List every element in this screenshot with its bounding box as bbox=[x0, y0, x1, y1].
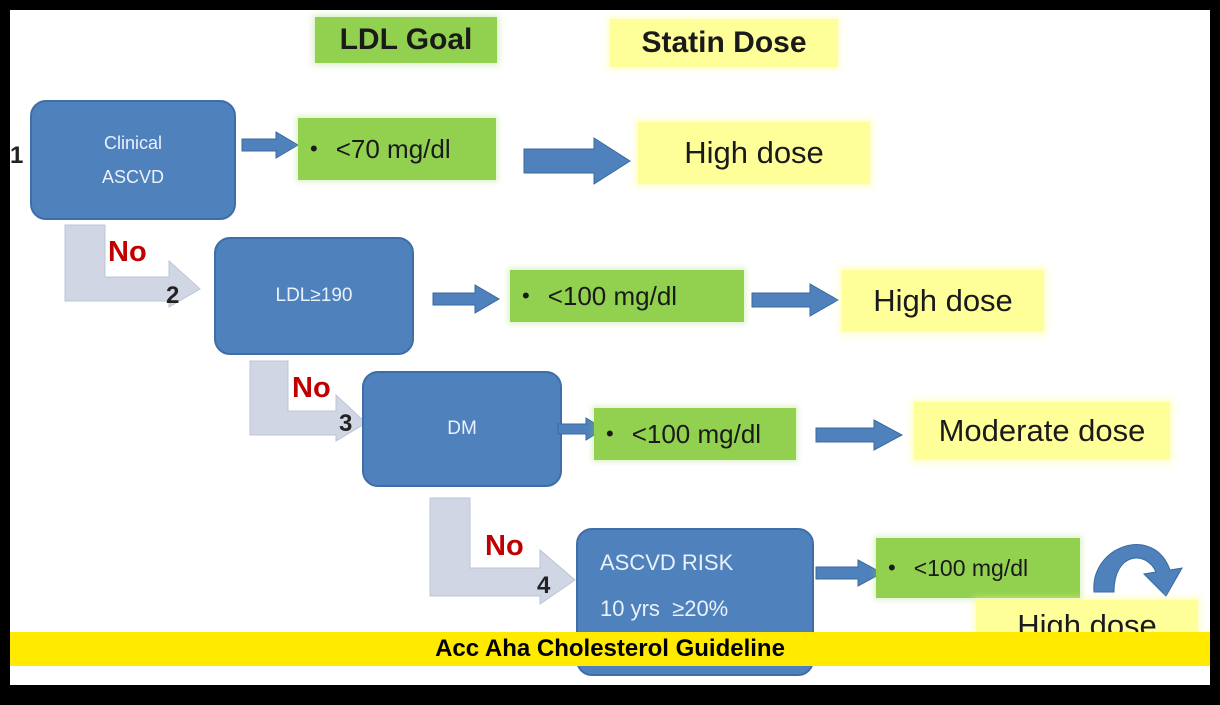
ldl-goal-box: • <100 mg/dl bbox=[594, 408, 796, 460]
node-label-line: 10 yrs ≥20% bbox=[600, 596, 729, 621]
statin-dose-box: Moderate dose bbox=[914, 402, 1170, 460]
curved-arrow-icon bbox=[1093, 544, 1183, 597]
arrow-right bbox=[815, 559, 884, 587]
bullet-icon: • bbox=[888, 555, 896, 580]
step-1-number: 1 bbox=[10, 142, 24, 169]
arrow-right bbox=[241, 131, 299, 159]
bullet-icon: • bbox=[310, 136, 318, 161]
node-label-line: ASCVD RISK bbox=[600, 550, 734, 575]
no-label: No bbox=[485, 530, 524, 562]
node-label-line: LDL≥190 bbox=[275, 285, 353, 306]
step-3-number: 3 bbox=[339, 410, 353, 437]
goal-value: <100 mg/dl bbox=[547, 280, 678, 311]
node-label-line: ASCVD bbox=[101, 167, 164, 187]
arrow-right bbox=[432, 284, 500, 314]
statin-dose-box: High dose bbox=[638, 122, 870, 184]
elbow-arrow-icon bbox=[64, 224, 201, 308]
clinical-ascvd-node: Clinical ASCVD bbox=[30, 100, 236, 220]
arrow-right bbox=[751, 283, 840, 317]
statin-dose-box: High dose bbox=[842, 270, 1044, 332]
node-label-line: Clinical bbox=[103, 133, 163, 153]
ldl-goal-box: • <100 mg/dl bbox=[876, 538, 1080, 598]
step-4-number: 4 bbox=[537, 572, 551, 599]
goal-value: <100 mg/dl bbox=[631, 418, 762, 449]
ldl-goal-header: LDL Goal bbox=[315, 17, 497, 63]
ldl-190-node: LDL≥190 bbox=[214, 237, 414, 355]
no-label: No bbox=[108, 236, 147, 268]
statin-dose-header: Statin Dose bbox=[610, 19, 838, 67]
bullet-icon: • bbox=[606, 421, 614, 446]
goal-value: <70 mg/dl bbox=[335, 133, 451, 164]
arrow-right bbox=[815, 419, 904, 451]
goal-value: <100 mg/dl bbox=[913, 554, 1029, 581]
arrow-right bbox=[523, 137, 631, 185]
node-label-line: DM bbox=[447, 418, 477, 439]
ldl-goal-box: • <100 mg/dl bbox=[510, 270, 744, 322]
ldl-goal-box: • <70 mg/dl bbox=[298, 118, 496, 180]
elbow-arrow-icon bbox=[429, 497, 576, 605]
step-2-number: 2 bbox=[166, 282, 180, 309]
caption-bar: Acc Aha Cholesterol Guideline bbox=[10, 632, 1210, 666]
no-label: No bbox=[292, 372, 331, 404]
flowchart-canvas: LDL Goal Statin Dose 1 Clinical ASCVD • … bbox=[10, 10, 1210, 685]
elbow-arrow-icon bbox=[249, 360, 367, 442]
bullet-icon: • bbox=[522, 283, 530, 308]
dm-node: DM bbox=[362, 371, 562, 487]
